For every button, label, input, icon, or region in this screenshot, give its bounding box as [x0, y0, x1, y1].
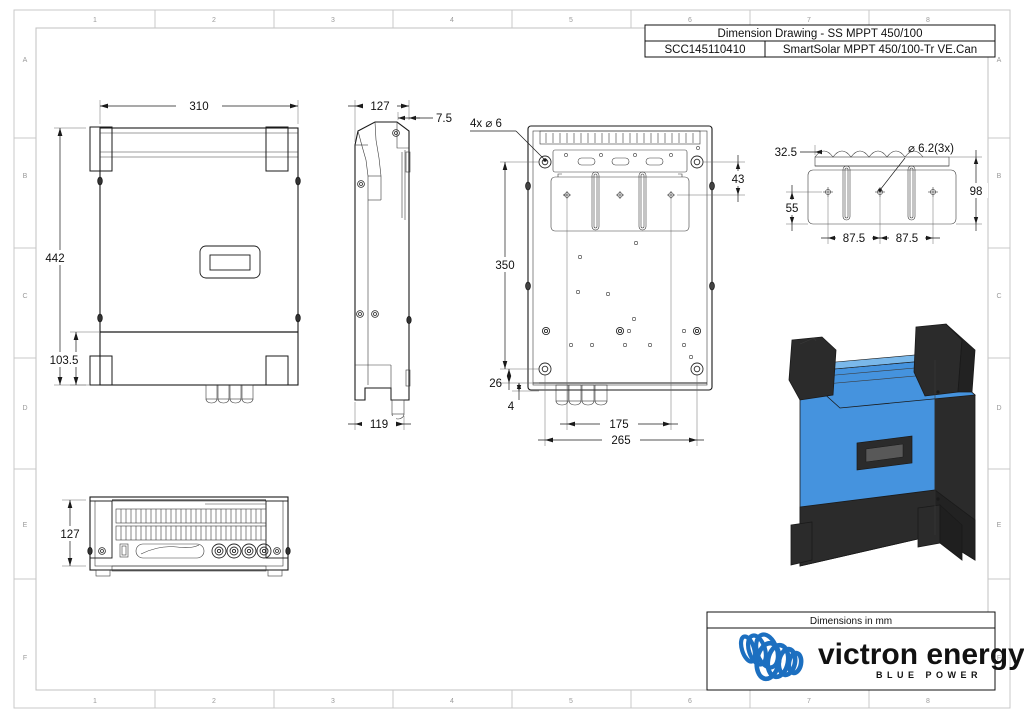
- mounting-bracket-detail-view: ⌀ 6.2(3x) 32.5 55 98: [775, 143, 988, 245]
- zone-right-f: F: [997, 655, 1001, 662]
- dim-label-43: 43: [732, 174, 745, 186]
- dim-front-lower-height: 103.5: [42, 331, 100, 386]
- dim-label-310: 310: [189, 101, 208, 113]
- dim-front-height: 442: [38, 127, 86, 386]
- zone-top-4: 4: [450, 17, 454, 24]
- dim-bottom-127: 127: [53, 499, 87, 567]
- dim-rear-43: 43: [677, 155, 750, 202]
- dim-detail-32-5: 32.5: [775, 145, 822, 159]
- zone-bottom-5: 5: [569, 698, 573, 705]
- front-cable-glands: [205, 384, 254, 404]
- zone-bottom-3: 3: [331, 698, 335, 705]
- dim-detail-hole-callout: ⌀ 6.2(3x): [878, 143, 954, 192]
- zone-bottom-7: 7: [807, 698, 811, 705]
- zone-left-a: A: [23, 57, 28, 64]
- zone-labels-top: 1 2 3 4 5 6 7 8: [93, 17, 930, 24]
- drawing-title: Dimension Drawing - SS MPPT 450/100: [718, 28, 923, 40]
- dim-rear-4: 4: [508, 383, 539, 413]
- dim-label-98: 98: [970, 186, 983, 198]
- isometric-display-window: [856, 435, 913, 471]
- zone-labels-bottom: 1 2 3 4 5 6 7 8: [93, 698, 930, 705]
- side-view: 127 7.5 119: [348, 98, 452, 431]
- zone-bottom-8: 8: [926, 698, 930, 705]
- dim-label-103-5: 103.5: [50, 355, 79, 367]
- zone-left-c: C: [22, 293, 27, 300]
- victron-logo-icon: [738, 632, 804, 682]
- zone-left-d: D: [22, 405, 27, 412]
- zone-left-b: B: [23, 173, 28, 180]
- dim-label-87-5-right: 87.5: [896, 233, 918, 245]
- dim-rear-hole-callout: 4x ⌀ 6: [470, 118, 547, 162]
- dim-label-350: 350: [495, 260, 514, 272]
- dim-rear-350: 350: [488, 161, 539, 370]
- dim-side-depth-bottom: 119: [348, 402, 411, 431]
- dim-label-55: 55: [786, 203, 799, 215]
- dim-detail-98: 98: [949, 150, 988, 231]
- zone-top-8: 8: [926, 17, 930, 24]
- dim-rear-26: 26: [489, 369, 539, 390]
- zone-labels-left: A B C D E F: [22, 57, 27, 662]
- dim-label-175: 175: [609, 419, 628, 431]
- zone-bottom-4: 4: [450, 698, 454, 705]
- zone-right-a: A: [997, 57, 1002, 64]
- dim-detail-87-5-right: 87.5: [873, 197, 940, 245]
- zone-top-5: 5: [569, 17, 573, 24]
- units-note: Dimensions in mm: [810, 616, 892, 627]
- footer-block: Dimensions in mm victron energy BLUE POW…: [706, 611, 1024, 691]
- dim-label-265: 265: [611, 435, 630, 447]
- rear-cable-glands: [555, 384, 608, 406]
- dim-label-7-5: 7.5: [436, 113, 452, 125]
- zone-top-6: 6: [688, 17, 692, 24]
- dim-label-32-5: 32.5: [775, 147, 797, 159]
- front-view: 310 442 103.5: [38, 98, 301, 404]
- dim-rear-175: 175: [560, 199, 678, 431]
- dim-detail-55: 55: [780, 185, 822, 231]
- dim-side-offset: 7.5: [397, 112, 452, 125]
- dim-label-127-bottom: 127: [60, 529, 79, 541]
- bottom-connectors: [211, 543, 272, 559]
- dim-label-26: 26: [489, 378, 502, 390]
- title-block: Dimension Drawing - SS MPPT 450/100 SCC1…: [644, 24, 996, 58]
- front-display-window: [199, 245, 261, 279]
- dim-detail-87-5-left: 87.5: [821, 197, 887, 245]
- zone-left-e: E: [23, 522, 28, 529]
- part-number: SCC145110410: [665, 44, 746, 56]
- dim-label-127-side: 127: [370, 101, 389, 113]
- dim-label-4: 4: [508, 401, 515, 413]
- zone-bottom-1: 1: [93, 698, 97, 705]
- zone-right-d: D: [996, 405, 1001, 412]
- dim-side-depth-top: 127: [348, 98, 410, 142]
- zone-top-1: 1: [93, 17, 97, 24]
- bottom-terminal-cover: [135, 543, 205, 559]
- zone-right-b: B: [997, 173, 1002, 180]
- isometric-product-view: [788, 323, 976, 567]
- zone-right-c: C: [996, 293, 1001, 300]
- zone-top-7: 7: [807, 17, 811, 24]
- dim-label-87-5-left: 87.5: [843, 233, 865, 245]
- zone-top-3: 3: [331, 17, 335, 24]
- dim-front-width: 310: [99, 98, 299, 124]
- dim-label-dia6-2: ⌀ 6.2(3x): [908, 143, 954, 155]
- dim-rear-265: 265: [538, 375, 704, 447]
- brand-name: victron energy: [818, 638, 1024, 671]
- bottom-view: 127: [53, 496, 291, 577]
- rear-view: 4x ⌀ 6 43 350 26: [470, 118, 750, 447]
- zone-bottom-6: 6: [688, 698, 692, 705]
- zone-top-2: 2: [212, 17, 216, 24]
- zone-left-f: F: [23, 655, 27, 662]
- dim-label-119: 119: [370, 419, 388, 431]
- dim-label-442: 442: [45, 253, 64, 265]
- zone-labels-right: A B C D E F: [996, 57, 1001, 662]
- part-description: SmartSolar MPPT 450/100-Tr VE.Can: [783, 44, 977, 56]
- dim-label-4x-dia6: 4x ⌀ 6: [470, 118, 502, 130]
- brand-tagline: BLUE POWER: [876, 670, 982, 680]
- zone-right-e: E: [997, 522, 1002, 529]
- zone-bottom-2: 2: [212, 698, 216, 705]
